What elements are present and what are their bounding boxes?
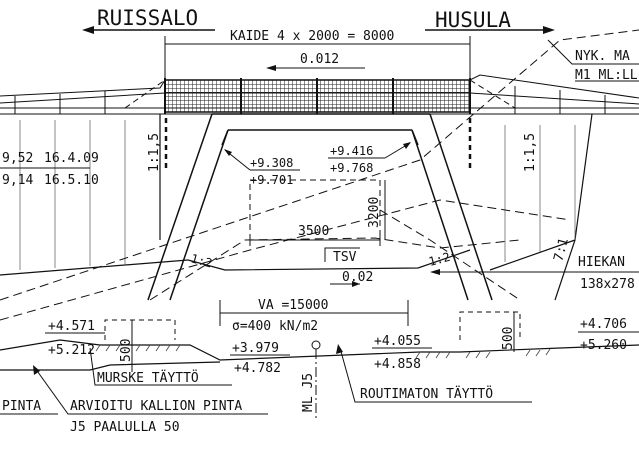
level-mid-left-lower: +4.782 <box>234 361 281 376</box>
right-side-slope: 7:1 <box>551 236 572 263</box>
sigma-label: σ=400 kN/m2 <box>232 319 318 334</box>
clear-width-dimension <box>249 234 381 246</box>
top-left-level-upper: +9.308 <box>250 156 293 170</box>
level-right-lower: +5.260 <box>580 338 627 353</box>
level-left-lower: +5.212 <box>48 343 95 358</box>
rock-left-label: PINTA <box>2 399 41 414</box>
wing-slope-left: 1:2 <box>189 251 214 270</box>
foundation-bottom <box>0 339 639 371</box>
left-row2-level: 9,14 <box>2 173 33 188</box>
footing-depth-left: 500 <box>119 339 134 362</box>
rock-leader <box>0 365 268 415</box>
deck-slope-arrow <box>266 65 365 71</box>
left-row2-date: 16.5.10 <box>44 173 99 188</box>
deck-slope-label: 0.012 <box>300 52 339 67</box>
slope-hatching <box>19 120 576 270</box>
footing-depth-dims <box>131 312 515 372</box>
embankment <box>0 113 593 301</box>
place-husula: HUSULA <box>435 8 511 32</box>
left-row1-level: 9,52 <box>2 151 33 166</box>
cross-slope-label: 0.02 <box>342 270 373 285</box>
existing-ground-line1: NYK. MA <box>575 49 630 64</box>
top-right-level-upper: +9.416 <box>330 144 373 158</box>
top-right-level-lower: +9.768 <box>330 161 373 175</box>
tsv-label: TSV <box>333 250 357 265</box>
gravel-size: 138x278 <box>580 277 635 292</box>
railing-dimension <box>164 36 471 80</box>
clear-opening <box>249 179 381 240</box>
rock-estimate-line2: J5 PAALULLA 50 <box>70 420 180 435</box>
railing-posts <box>164 78 471 114</box>
va-label: VA =15000 <box>258 298 328 313</box>
wing-slope-right: 1:2 <box>427 250 452 269</box>
gravel-leader <box>430 269 639 275</box>
left-slope-label: 1:1,5 <box>147 133 162 172</box>
clear-height-label: 3200 <box>367 197 382 228</box>
nonfrost-label: ROUTIMATON TÄYTTÖ <box>360 385 493 402</box>
railing-label: KAIDE 4 x 2000 = 8000 <box>230 29 394 44</box>
existing-ground-leader <box>547 39 639 65</box>
top-level-leaders <box>224 142 411 171</box>
footing-depth-right: 500 <box>501 327 516 350</box>
left-table: 9,52 16.4.09 9,14 16.5.10 <box>2 151 99 188</box>
place-ruissalo: RUISSALO <box>97 6 198 30</box>
level-mid-right-lower: +4.858 <box>374 357 421 372</box>
top-left-level-lower: +9.701 <box>250 173 293 187</box>
rock-estimate-line1: ARVIOITU KALLION PINTA <box>70 399 242 414</box>
direction-arrows <box>82 26 555 34</box>
centerline <box>311 340 321 420</box>
level-leaders <box>45 331 639 356</box>
railing-ticks <box>14 86 606 114</box>
fill-boundaries <box>0 29 639 321</box>
nonfrost-leader <box>336 344 532 403</box>
clear-width-label: 3500 <box>298 224 329 239</box>
slope-dash-marks <box>164 118 472 170</box>
crushed-fill-label: MURSKE TÄYTTÖ <box>97 369 199 386</box>
existing-ground-line2: M1 ML:LL <box>575 68 638 83</box>
level-left-upper: +4.571 <box>48 319 95 334</box>
centerline-label: ML J5 <box>301 373 316 412</box>
tsv-marker <box>324 247 360 287</box>
left-row1-date: 16.4.09 <box>44 151 99 166</box>
gravel-label: HIEKAN <box>578 255 625 270</box>
crushed-fill-leader <box>89 347 232 386</box>
va-dimension <box>219 300 409 326</box>
footings <box>104 311 521 340</box>
level-mid-right-upper: +4.055 <box>374 334 421 349</box>
right-slope-label: 1:1,5 <box>523 133 538 172</box>
ground-hatch <box>95 344 551 359</box>
level-right-upper: +4.706 <box>580 317 627 332</box>
level-mid-left-upper: +3.979 <box>232 341 279 356</box>
